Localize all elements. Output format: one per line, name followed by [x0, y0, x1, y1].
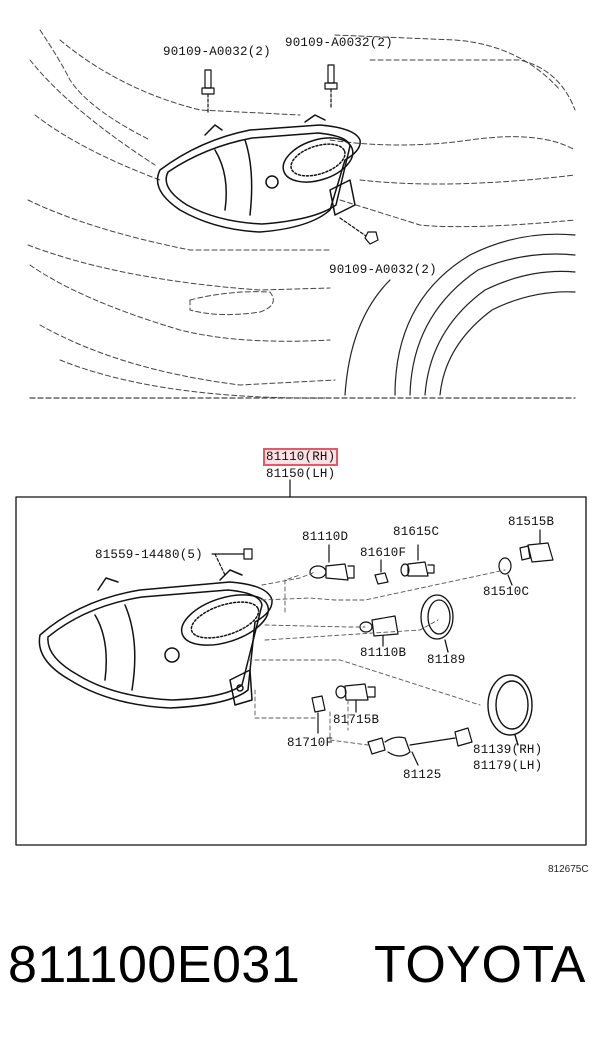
dashed-leaders: [247, 569, 506, 746]
callout-81510c: 81510C: [483, 585, 530, 599]
bulb-81510c: [498, 557, 513, 586]
callout-bolt-top-right: 90109-A0032(2): [285, 36, 393, 50]
callout-81615c: 81615C: [393, 525, 440, 539]
socket-81515b: [519, 529, 554, 563]
cap-81139: [487, 674, 533, 746]
bulb-81110d: [309, 544, 355, 581]
callout-81139-rh: 81139(RH): [473, 743, 543, 757]
bulb-81610f: [374, 559, 389, 585]
bulb-81110b: [359, 615, 399, 647]
part-number: 811100E031: [8, 936, 301, 994]
callout-81179-lh: 81179(LH): [473, 759, 543, 773]
wheel-arch: [344, 233, 576, 396]
callout-81189: 81189: [427, 653, 466, 667]
callout-81150-lh: 81150(LH): [266, 467, 336, 481]
callout-bolt-bottom: 90109-A0032(2): [329, 263, 437, 277]
bulb-81710f: [311, 695, 326, 734]
callout-screw: 81559-14480(5): [95, 548, 203, 562]
callout-81110b: 81110B: [360, 646, 407, 660]
socket-81615c: [400, 544, 435, 577]
bulb-81125: [367, 727, 473, 766]
headlamp-top: [156, 114, 361, 233]
callout-81110d: 81110D: [302, 530, 349, 544]
bolt-icon: [201, 64, 379, 245]
screw-icon: [211, 548, 253, 576]
brand-name: TOYOTA: [374, 936, 586, 994]
socket-81715b: [335, 683, 376, 713]
diagram-code: 812675C: [548, 864, 589, 875]
part-footer: 811100E031 TOYOTA: [0, 905, 600, 1053]
callout-81110-rh: 81110(RH): [262, 448, 339, 466]
vehicle-body-outline: [27, 29, 576, 399]
callout-bolt-top-left: 90109-A0032(2): [163, 45, 271, 59]
headlamp-assembly: [38, 569, 273, 709]
callout-81715b: 81715B: [333, 713, 380, 727]
callout-81710f: 81710F: [287, 736, 334, 750]
diagram-drawing: [15, 29, 587, 846]
ring-81189: [420, 594, 454, 653]
assembly-frame: [15, 496, 587, 846]
callout-81610f: 81610F: [360, 546, 407, 560]
callout-81125: 81125: [403, 768, 442, 782]
parts-diagram: 90109-A0032(2) 90109-A0032(2) 90109-A003…: [15, 29, 589, 875]
callout-81515b: 81515B: [508, 515, 555, 529]
